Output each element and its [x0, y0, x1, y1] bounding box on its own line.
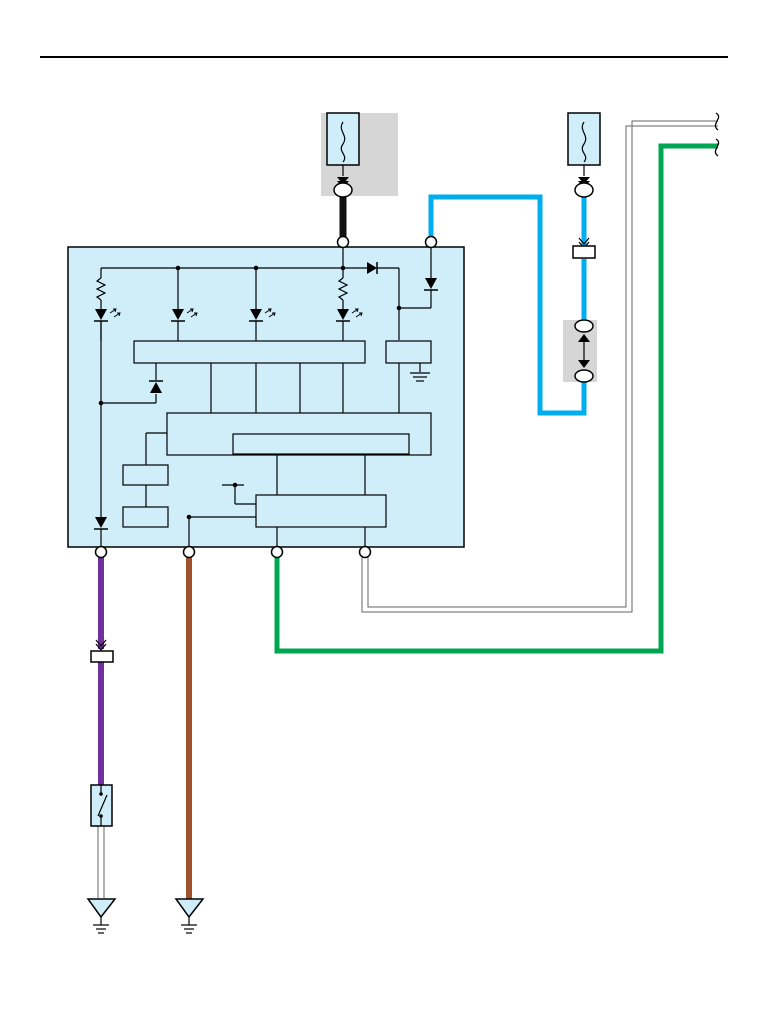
- fuse-main: [326, 112, 360, 176]
- led-icon: [249, 308, 276, 322]
- fuse-secondary: [567, 112, 601, 176]
- ground-icon: [410, 372, 430, 382]
- terminal-white: [358, 545, 372, 559]
- junction-dots: [98, 265, 402, 520]
- terminal-power: [336, 235, 350, 249]
- ground-icon: [174, 898, 205, 934]
- connector-icon: [333, 177, 353, 198]
- diode-icon: [95, 517, 107, 528]
- led-icon: [336, 308, 363, 322]
- wire-break-icon: [714, 112, 720, 157]
- resistor-icon: [337, 277, 349, 301]
- inline-connector-blue: [572, 237, 596, 259]
- fuse-icon: [581, 121, 587, 163]
- terminal-green: [270, 545, 284, 559]
- wire-switch-ground: [97, 826, 105, 898]
- led-icon: [94, 308, 121, 322]
- terminal-blue: [424, 235, 438, 249]
- terminal-brown: [182, 545, 196, 559]
- terminal-purple: [94, 545, 108, 559]
- small-block-lower: [122, 506, 169, 528]
- wire-blue: [428, 194, 587, 416]
- led-driver-bar: [133, 340, 366, 364]
- ground-icon: [86, 898, 117, 934]
- led-icon: [171, 308, 198, 322]
- resistor-icon: [95, 277, 107, 301]
- ground-block: [385, 340, 432, 364]
- diode-icon: [150, 382, 162, 393]
- diode-icon: [425, 278, 437, 289]
- junction-connector: [574, 319, 594, 383]
- wire-green: [274, 143, 718, 654]
- ecu-terminals: [94, 235, 438, 559]
- wire-white: [361, 120, 718, 613]
- switch-icon: [90, 784, 113, 827]
- fuse-icon: [340, 121, 346, 163]
- ecu-internal-circuit: [100, 247, 432, 547]
- connector-icon: [574, 177, 594, 198]
- inline-connector-purple: [90, 639, 114, 663]
- communication-block: [255, 494, 387, 528]
- diode-icon: [367, 262, 377, 274]
- logic-sub-block: [232, 433, 410, 455]
- small-block-upper: [122, 464, 169, 486]
